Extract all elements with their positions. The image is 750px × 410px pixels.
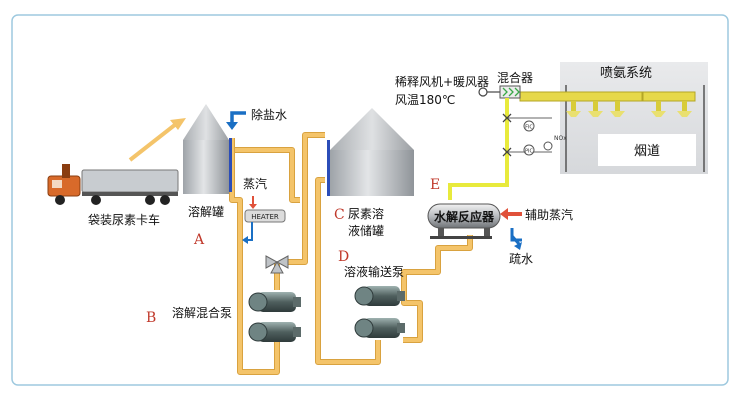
desalt-water-arrow <box>230 111 246 124</box>
transfer-pump <box>354 286 405 306</box>
marker-c: C <box>334 207 345 223</box>
process-piping <box>229 132 473 375</box>
heater-body <box>244 209 286 223</box>
mixer-chevron-icon <box>502 87 520 97</box>
truck-wheel <box>145 195 155 205</box>
svg-text:PIC: PIC <box>525 149 533 155</box>
mixing-pump <box>248 292 301 312</box>
dissolve-tank-label: 溶解罐 <box>188 204 224 219</box>
pressure-controller-icon <box>523 144 535 156</box>
marker-b: B <box>146 310 156 326</box>
storage-tank-label-1: 尿素溶 <box>348 206 384 221</box>
injection-nozzle <box>677 101 692 117</box>
transfer-pump <box>354 318 405 338</box>
reactor-body <box>427 203 501 229</box>
injection-header <box>519 91 643 102</box>
mix-pump-label: 溶解混合泵 <box>172 305 232 320</box>
aux-steam-label: 辅助蒸汽 <box>525 207 573 222</box>
drain-pipe <box>510 228 522 242</box>
dilution-fan-label: 稀释风机+暖风器 <box>395 75 489 89</box>
marker-e: E <box>430 177 440 193</box>
control-valve-icon <box>502 147 512 157</box>
storage-tank-roof <box>330 108 414 150</box>
truck-wheel <box>160 195 170 205</box>
transfer-pump-label: 溶液输送泵 <box>344 264 404 279</box>
three-way-valve-icon <box>265 255 289 274</box>
feed-arrow <box>128 122 178 162</box>
injection-nozzle <box>566 101 581 117</box>
air-fan-icon <box>478 87 488 97</box>
nox-analyzer-icon <box>543 141 553 151</box>
drain-arrow <box>514 242 522 250</box>
drain-label: 疏水 <box>509 251 533 266</box>
control-valve-icon <box>502 113 512 123</box>
storage-tank-label-2: 液储罐 <box>348 223 384 238</box>
mixer-body <box>499 85 521 99</box>
truck-label: 袋装尿素卡车 <box>88 212 160 227</box>
ammonia-supply-pipe <box>448 98 509 200</box>
dissolve-tank <box>183 104 232 194</box>
air-temp-label: 风温180℃ <box>395 93 455 107</box>
steam-label: 蒸汽 <box>243 176 267 191</box>
mixing-pump <box>248 322 301 342</box>
flue-label: 烟道 <box>634 144 660 159</box>
control-instruments: FIC PIC NOx <box>502 113 567 157</box>
svg-text:NOx: NOx <box>554 135 567 142</box>
storage-tank-body <box>330 150 414 196</box>
storage-tank <box>327 108 414 196</box>
flue-section: 烟道 喷氨系统 <box>519 62 708 174</box>
dissolve-tank-roof <box>183 104 229 140</box>
injection-header-right <box>642 91 696 102</box>
injection-nozzle <box>651 101 666 117</box>
svg-text:HEATER: HEATER <box>251 213 279 221</box>
truck-trailer <box>81 169 179 193</box>
injection-nozzle <box>588 101 603 117</box>
desalt-water-label: 除盐水 <box>251 107 287 122</box>
hydrolysis-reactor <box>427 203 501 239</box>
reactor-label: 水解反应器 <box>434 209 495 224</box>
injection-nozzle <box>610 101 625 117</box>
marker-d: D <box>338 249 349 265</box>
marker-a: A <box>193 232 205 248</box>
flow-controller-icon <box>523 120 535 132</box>
diagram-frame <box>11 14 729 386</box>
urea-truck <box>47 118 186 205</box>
flue-label-box <box>598 134 696 166</box>
dissolve-tank-body <box>183 140 229 194</box>
ammonia-system-label: 喷氨系统 <box>600 66 652 81</box>
svg-text:FIC: FIC <box>525 125 533 131</box>
heater: HEATER <box>242 196 286 244</box>
truck-wheel <box>91 195 101 205</box>
mixer-label: 混合器 <box>497 70 533 85</box>
truck-wheel <box>55 195 65 205</box>
